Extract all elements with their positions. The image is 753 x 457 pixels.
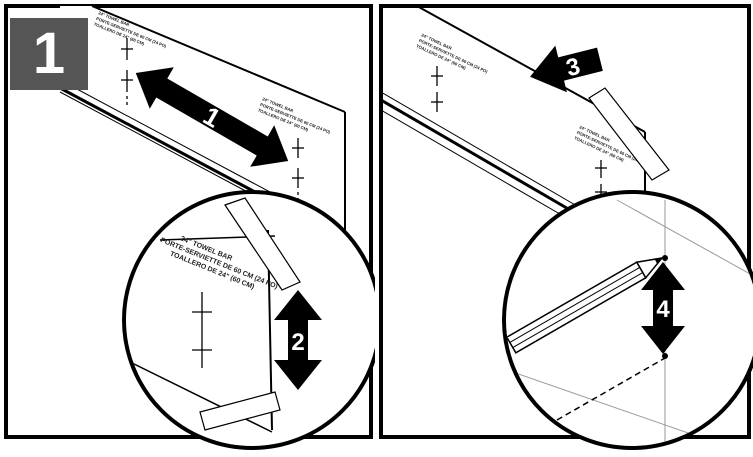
double-arrow-2: 2 [274,290,322,390]
magnifier-circle [122,190,375,450]
dashed-line [556,357,666,421]
zoom-crosshairs [192,292,212,368]
arrow-3: 3 [530,45,603,93]
mark-dot-bottom [662,353,668,359]
tape-strip [588,87,670,181]
magnifier-circle [502,190,753,450]
guide-line [616,199,753,301]
left-illustration: 24" TOWEL BAR PORTE-SERVIETTE DE 60 CM (… [4,4,375,450]
crosshair-marks-left [121,38,133,108]
tape-bottom [199,391,281,431]
template-text-left: 24" TOWEL BAR PORTE-SERVIETTE DE 60 CM (… [416,32,489,75]
right-panel: 24" TOWEL BAR PORTE-SERVIETTE DE 60 CM (… [377,0,753,457]
template-text-line2: PORTE-SERVIETTE DE 60 CM (24 PO) [418,38,489,75]
step-number-badge: 1 [10,18,88,90]
pencil [506,256,664,354]
tape-top [224,197,301,291]
left-panel: 24" TOWEL BAR PORTE-SERVIETTE DE 60 CM (… [0,0,375,457]
crosshair-marks-left [431,66,443,112]
double-arrow-1: 1 [135,67,289,167]
template-bottom-edge [380,91,578,207]
double-arrow-4: 4 [641,262,685,354]
mark-dot-top [662,255,668,261]
wall-edge-line [380,98,578,216]
right-illustration: 24" TOWEL BAR PORTE-SERVIETTE DE 60 CM (… [379,4,753,450]
panel-frame [4,4,373,439]
template-top-edge [91,5,346,113]
panel-frame [379,4,751,439]
wall-edge-line-thin [380,109,578,225]
arrow-number-3: 3 [563,53,582,82]
arrow-number-4: 4 [656,296,670,323]
arrow-number-2: 2 [291,329,304,356]
crosshair-marks-right [292,138,304,212]
